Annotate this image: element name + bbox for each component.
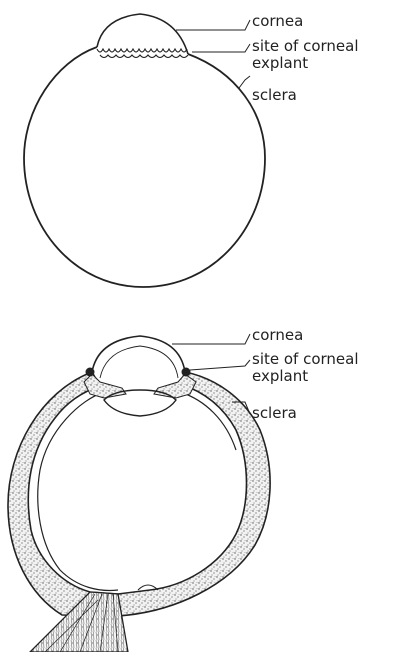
cornea-leader-bottom: [172, 334, 250, 344]
label-explant-top-line1: site of corneal: [252, 37, 359, 55]
cornea-inner: [100, 346, 178, 378]
sclera-outline: [24, 47, 265, 287]
label-explant-bottom-line2: explant: [252, 367, 308, 385]
explant-nodule-right: [182, 368, 191, 377]
cornea-section: [92, 336, 185, 372]
external-eye-view: cornea site of corneal explant sclera: [24, 12, 359, 287]
label-sclera-bottom: sclera: [252, 404, 297, 422]
cornea-dome: [97, 14, 188, 54]
explant-leader-top: [192, 44, 250, 52]
explant-site-marks: [97, 49, 188, 58]
explant-nodule-left: [86, 368, 95, 377]
label-explant-top-line2: explant: [252, 54, 308, 72]
label-explant-bottom-line1: site of corneal: [252, 350, 359, 368]
sclera-leader-top: [239, 76, 250, 88]
sclera-section: [8, 372, 270, 616]
lens: [104, 390, 176, 416]
iris-right: [154, 374, 196, 398]
label-sclera-top: sclera: [252, 86, 297, 104]
iris-left: [84, 374, 126, 398]
cornea-leader-top: [176, 20, 250, 30]
explant-leader-bottom: [190, 360, 250, 370]
retina-line: [38, 392, 236, 590]
label-cornea-top: cornea: [252, 12, 303, 30]
label-cornea-bottom: cornea: [252, 326, 303, 344]
cross-section-eye-view: cornea site of corneal explant sclera: [8, 326, 359, 652]
